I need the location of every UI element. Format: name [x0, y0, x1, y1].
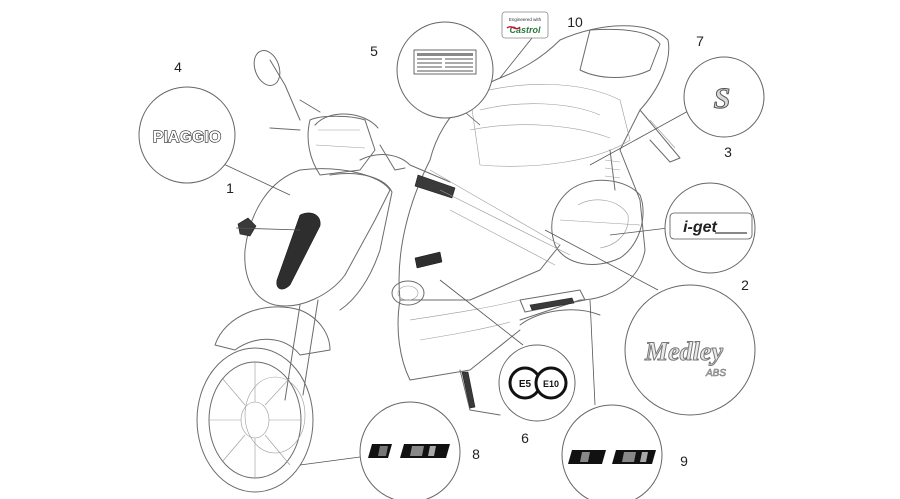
- fuel-e10-label: E10: [543, 379, 559, 389]
- stripe-decal-right: [568, 450, 656, 464]
- decal-bubble-info-label: [396, 21, 494, 119]
- callout-7: 7: [696, 33, 704, 49]
- decal-bubble-piaggio: PIAGGIO: [138, 86, 236, 184]
- callout-2: 2: [741, 277, 749, 293]
- callout-9: 9: [680, 453, 688, 469]
- stripe-decal-left: [368, 444, 450, 458]
- callout-4: 4: [174, 59, 182, 75]
- s-badge-logo: S: [714, 82, 731, 115]
- callout-3: 3: [724, 144, 732, 160]
- decal-castrol: Engineered with Castrol: [501, 11, 549, 39]
- callout-10: 10: [567, 14, 583, 30]
- decal-bubble-s-badge: S: [683, 56, 765, 138]
- castrol-caption: Engineered with: [509, 17, 542, 22]
- castrol-swoosh: [506, 26, 521, 30]
- medley-logo: Medley: [644, 337, 723, 366]
- fuel-e10-ring: [534, 366, 568, 400]
- decal-bubble-iget: i-get: [664, 182, 756, 274]
- decal-bubble-medley: Medley ABS: [624, 284, 756, 416]
- piaggio-logo: PIAGGIO: [153, 129, 221, 146]
- front-emblem: [237, 217, 257, 237]
- castrol-brand: Castrol: [509, 25, 541, 35]
- decal-bubble-stripes-right: [561, 404, 663, 499]
- callout-5: 5: [370, 43, 378, 59]
- abs-logo: ABS: [705, 368, 726, 379]
- callout-8: 8: [472, 446, 480, 462]
- leader-lines: [214, 37, 691, 466]
- callout-1: 1: [226, 180, 234, 196]
- callout-6: 6: [521, 430, 529, 446]
- decal-bubble-stripes-left: [359, 401, 461, 499]
- fuel-e5-label: E5: [519, 379, 532, 390]
- iget-logo: i-get: [683, 219, 717, 236]
- decal-bubble-fuel: E5 E10: [498, 344, 576, 422]
- scooter-drawing: [196, 25, 681, 493]
- callout-numbers: 1 2 3 4 5 6 7 8 9 10: [174, 14, 749, 469]
